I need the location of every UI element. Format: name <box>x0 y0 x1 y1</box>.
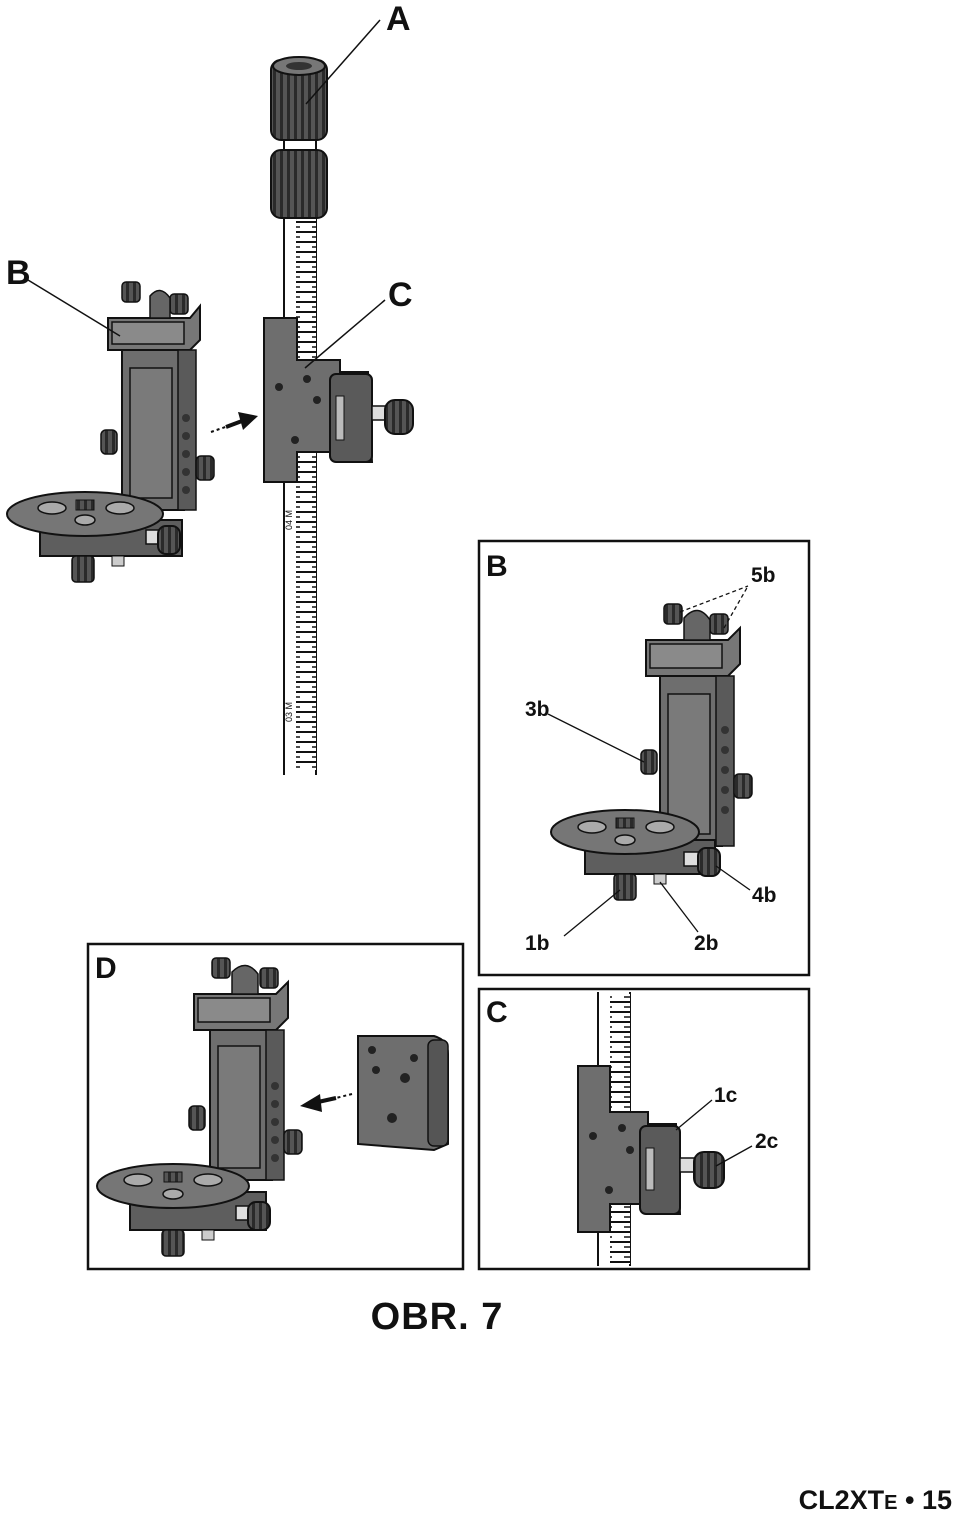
callout-2c: 2c <box>755 1130 779 1153</box>
callout-4b: 4b <box>752 884 777 907</box>
callout-2b: 2b <box>694 932 719 955</box>
callout-1c: 1c <box>714 1084 738 1107</box>
panel-c: C 1c 2c <box>477 987 811 1271</box>
label-b: B <box>6 254 31 292</box>
pole-top-knob <box>270 56 328 219</box>
svg-text:03 M: 03 M <box>284 702 294 722</box>
pole-assembly: 04 M 03 M <box>270 56 328 775</box>
arrow-b-to-c <box>210 412 258 433</box>
footer-page-number: 15 <box>921 1485 952 1515</box>
label-c: C <box>388 276 413 314</box>
footer-separator: • <box>904 1485 915 1515</box>
callout-3b: 3b <box>525 698 550 721</box>
pole-clamp-c <box>263 317 414 483</box>
page-footer: CL2XTE • 15 <box>799 1485 952 1516</box>
panel-d-title: D <box>95 952 117 985</box>
panel-c-title: C <box>486 996 508 1029</box>
panel-b: B 5b 3b 4b 1b <box>477 539 811 977</box>
callout-5b: 5b <box>751 564 776 587</box>
panel-d: D <box>86 942 465 1271</box>
label-a: A <box>386 0 411 38</box>
footer-model-suffix: E <box>884 1492 898 1514</box>
callout-1b: 1b <box>525 932 550 955</box>
footer-model: CL2XT <box>798 1485 885 1515</box>
svg-text:04 M: 04 M <box>284 510 294 530</box>
panel-b-title: B <box>486 550 508 583</box>
wall-mount-bracket-b <box>6 281 215 583</box>
figure-caption: OBR. 7 <box>370 1296 504 1338</box>
